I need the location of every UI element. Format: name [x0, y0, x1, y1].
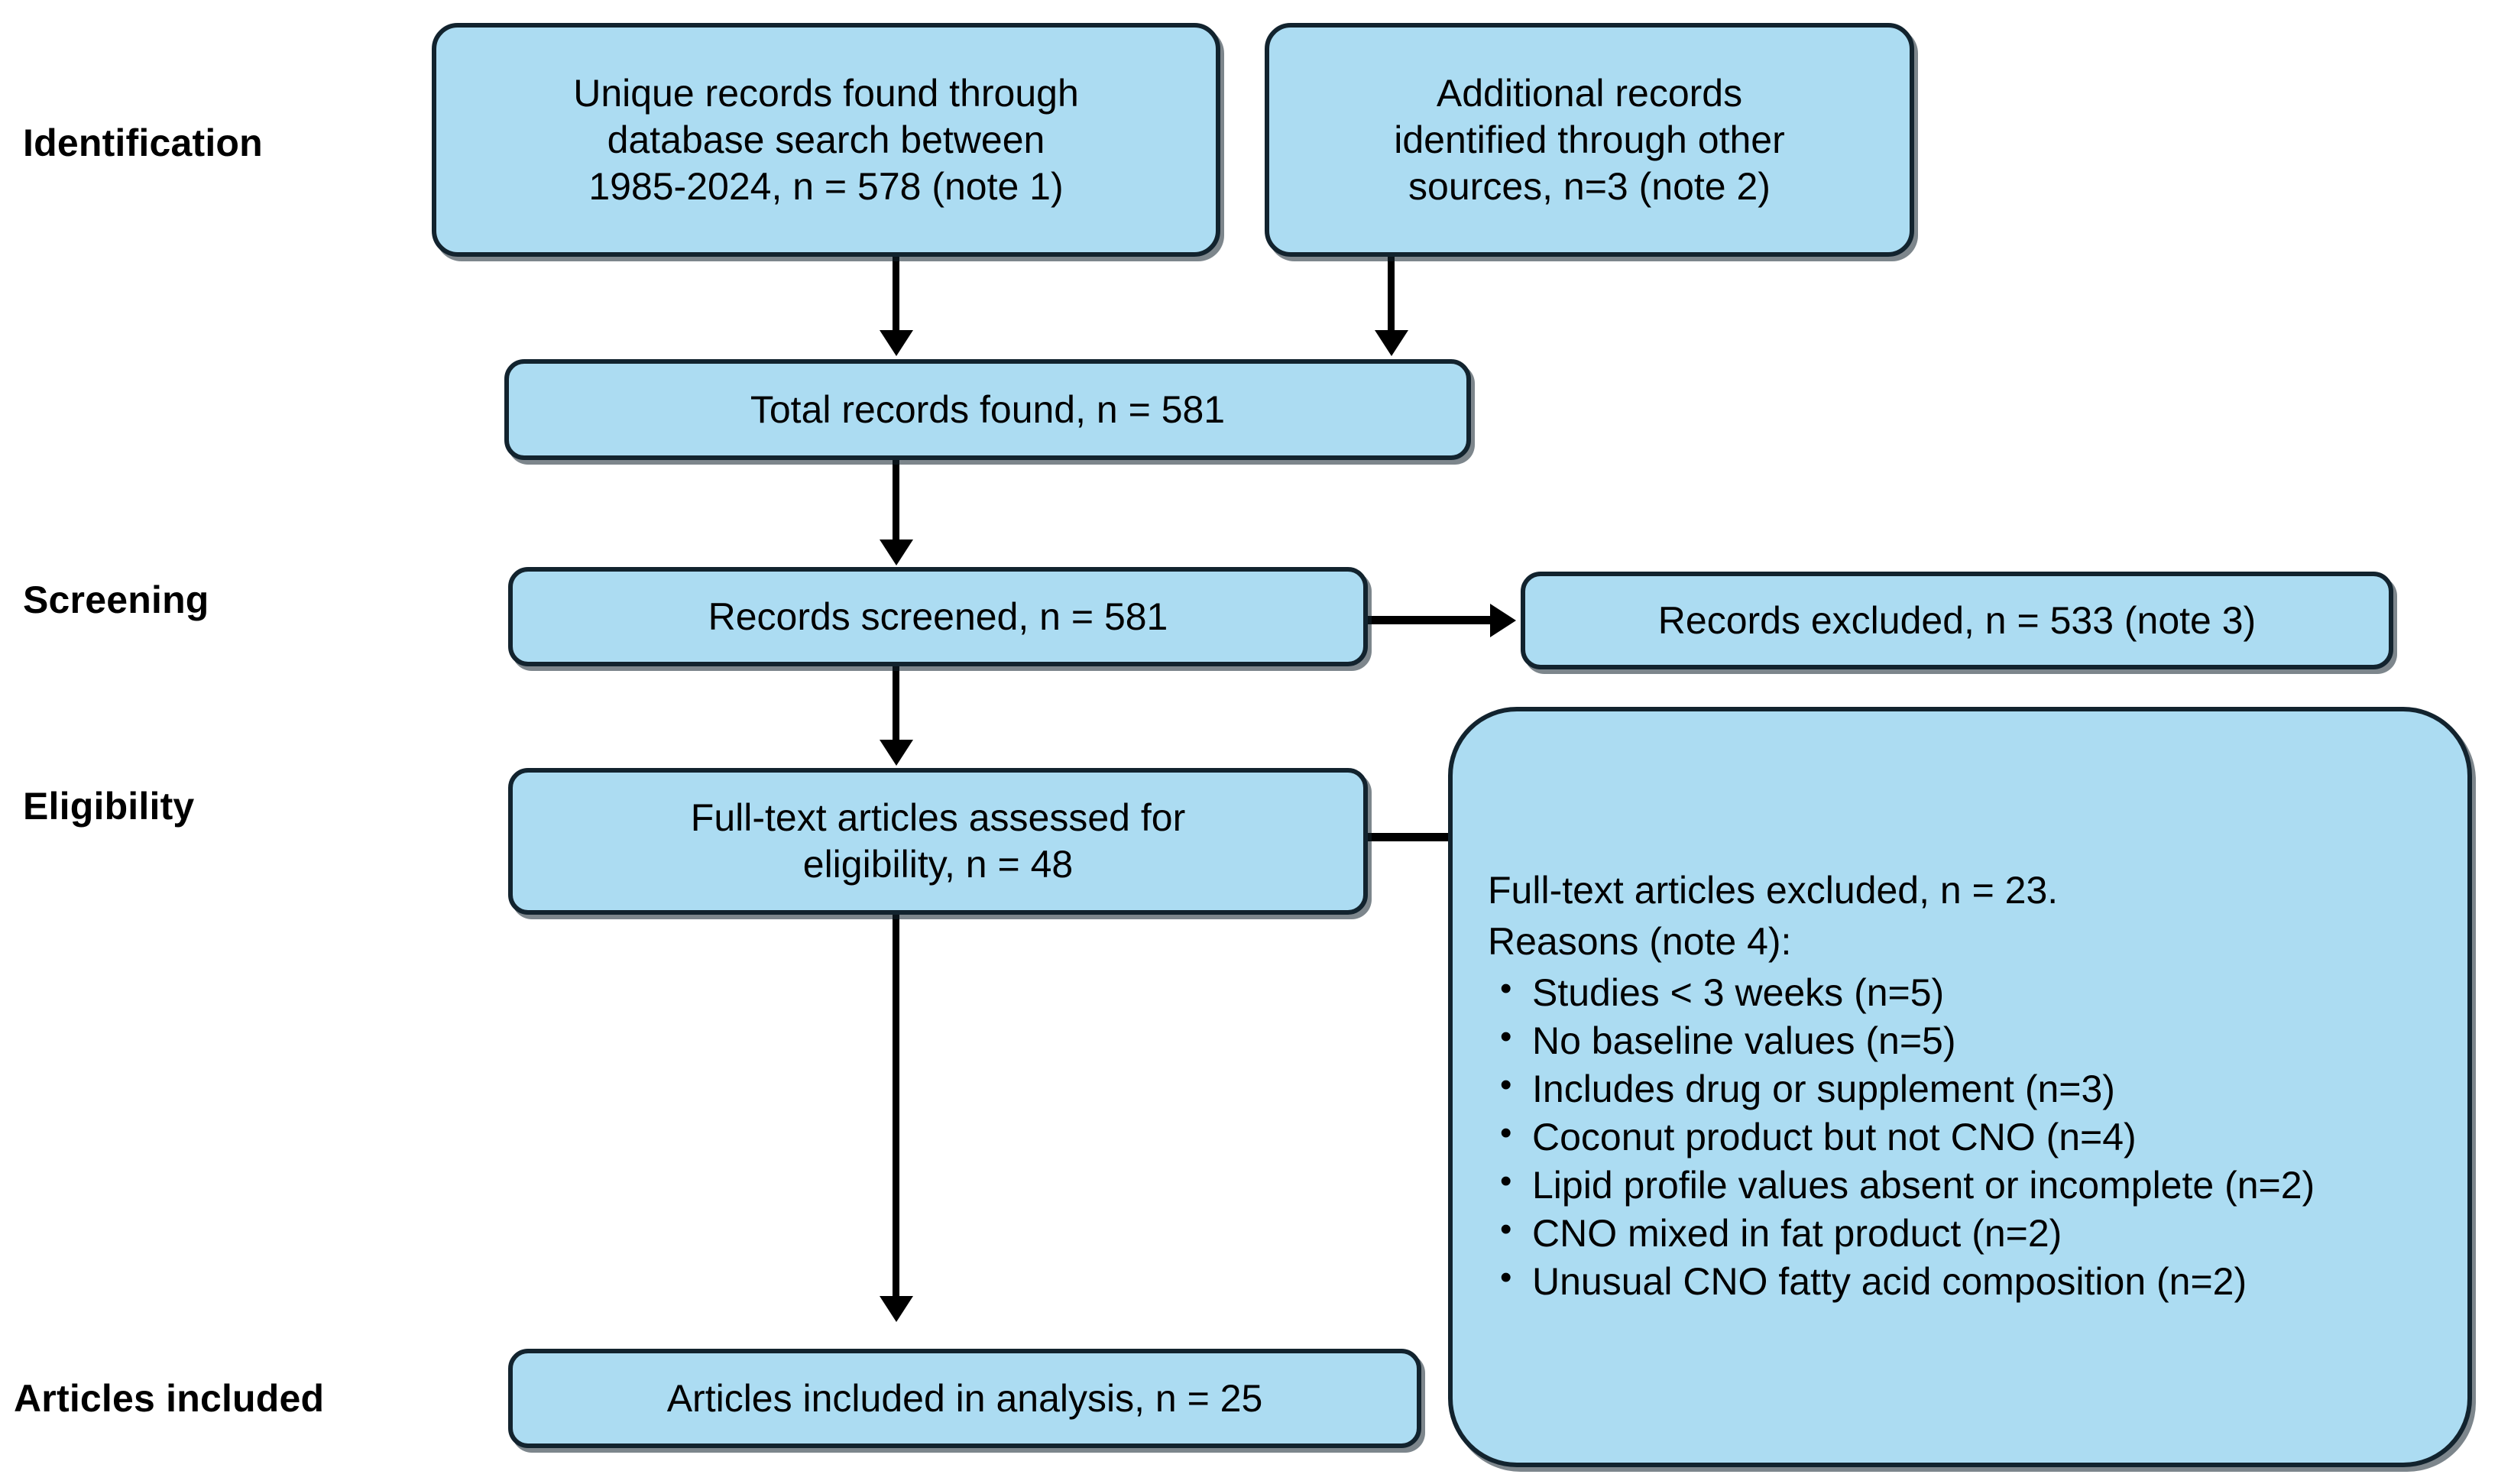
box-records-excluded: Records excluded, n = 533 (note 3)	[1521, 572, 2393, 669]
list-item: Lipid profile values absent or incomplet…	[1500, 1161, 2445, 1209]
list-item: No baseline values (n=5)	[1500, 1016, 2445, 1064]
box-additional-records-line2: identified through other	[1394, 118, 1785, 161]
box-unique-records: Unique records found through database se…	[432, 23, 1220, 257]
box-records-screened-label: Records screened, n = 581	[708, 595, 1168, 638]
connector-screened-to-excluded-line	[1366, 616, 1495, 624]
box-unique-records-line2: database search between	[607, 118, 1045, 161]
connector-screened-to-fulltext-line	[893, 666, 899, 746]
box-records-screened: Records screened, n = 581	[508, 567, 1368, 666]
box-fulltext-assessed-line2: eligibility, n = 48	[802, 843, 1074, 886]
list-item: Unusual CNO fatty acid composition (n=2)	[1500, 1257, 2445, 1305]
box-fulltext-assessed: Full-text articles assessed for eligibil…	[508, 768, 1368, 915]
list-item: CNO mixed in fat product (n=2)	[1500, 1209, 2445, 1257]
box-records-excluded-label: Records excluded, n = 533 (note 3)	[1657, 598, 2257, 642]
box-unique-records-line1: Unique records found through	[573, 71, 1079, 115]
connector-fulltext-to-exclusions-line	[1366, 833, 1464, 841]
box-fulltext-assessed-line1: Full-text articles assessed for	[690, 796, 1186, 839]
connector-additional-to-total-arrow	[1375, 330, 1408, 356]
stage-label-articles-included: Articles included	[14, 1377, 325, 1420]
fulltext-excluded-heading-2: Reasons (note 4):	[1488, 920, 1792, 963]
box-additional-records: Additional records identified through ot…	[1265, 23, 1914, 257]
connector-unique-to-total-arrow	[880, 330, 913, 356]
connector-total-to-screened-line	[893, 460, 899, 544]
box-fulltext-excluded: Full-text articles excluded, n = 23. Rea…	[1448, 707, 2472, 1467]
list-item: Coconut product but not CNO (n=4)	[1500, 1113, 2445, 1161]
stage-label-identification: Identification	[23, 122, 263, 164]
connector-unique-to-total-line	[893, 257, 899, 336]
stage-label-eligibility: Eligibility	[23, 785, 195, 828]
box-additional-records-line3: sources, n=3 (note 2)	[1408, 164, 1771, 208]
fulltext-excluded-reason-list: Studies < 3 weeks (n=5) No baseline valu…	[1488, 968, 2445, 1305]
connector-fulltext-to-included-arrow	[880, 1296, 913, 1322]
box-articles-included: Articles included in analysis, n = 25	[508, 1349, 1421, 1448]
fulltext-excluded-heading-1: Full-text articles excluded, n = 23.	[1488, 869, 2059, 912]
list-item: Includes drug or supplement (n=3)	[1500, 1064, 2445, 1113]
connector-total-to-screened-arrow	[880, 539, 913, 565]
connector-screened-to-fulltext-arrow	[880, 740, 913, 766]
connector-screened-to-excluded-arrow	[1490, 604, 1516, 637]
list-item: Studies < 3 weeks (n=5)	[1500, 968, 2445, 1016]
box-articles-included-label: Articles included in analysis, n = 25	[666, 1376, 1263, 1420]
box-unique-records-line3: 1985-2024, n = 578 (note 1)	[588, 164, 1064, 208]
box-total-records: Total records found, n = 581	[504, 359, 1471, 460]
stage-label-screening: Screening	[23, 578, 209, 621]
connector-fulltext-to-included-line	[893, 915, 899, 1300]
box-total-records-label: Total records found, n = 581	[750, 387, 1226, 431]
box-additional-records-line1: Additional records	[1436, 71, 1743, 115]
connector-additional-to-total-line	[1388, 257, 1395, 336]
